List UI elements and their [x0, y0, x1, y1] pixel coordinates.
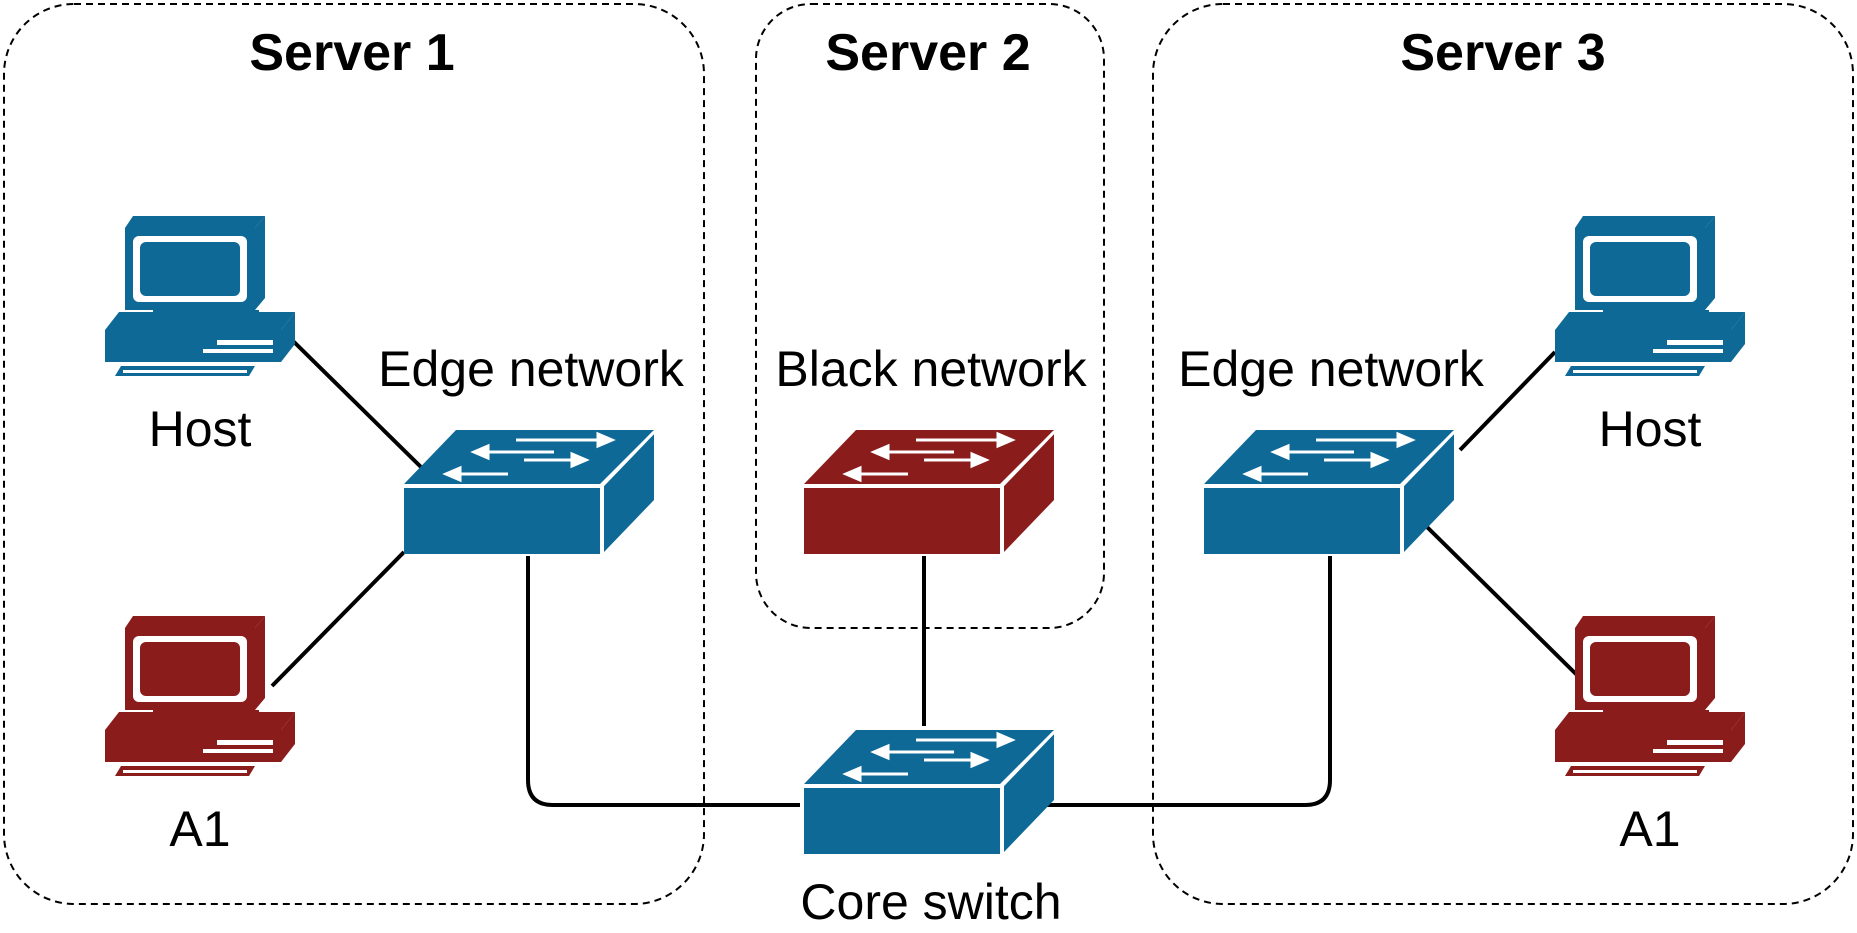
server-2-group — [755, 3, 1105, 629]
s1-switch-label: Edge network — [378, 341, 684, 397]
link-s1a1-s1switch — [270, 550, 406, 688]
s1-host-label: Host — [148, 401, 252, 457]
computer-icon — [1555, 216, 1745, 376]
link-s3a1-s3switch — [1422, 522, 1584, 682]
link-s3switch-core — [1044, 556, 1332, 807]
server-1-title: Server 1 — [249, 24, 455, 82]
computer-icon — [105, 616, 295, 776]
server-2-title: Server 2 — [825, 24, 1031, 82]
core-switch-label: Core switch — [800, 874, 1062, 930]
s3-host-label: Host — [1598, 401, 1702, 457]
server-1-group — [3, 3, 705, 905]
s3-a1-label: A1 — [1619, 801, 1681, 857]
s2-switch-label: Black network — [775, 341, 1087, 397]
switch-icon — [802, 728, 1056, 856]
server-3-group — [1152, 3, 1854, 905]
computer-icon — [1555, 616, 1745, 776]
switch-icon — [402, 428, 656, 556]
links — [270, 336, 1584, 807]
s3-switch-label: Edge network — [1178, 341, 1484, 397]
link-s1switch-core — [526, 556, 800, 807]
server-3-title: Server 3 — [1400, 24, 1606, 82]
s1-a1-label: A1 — [169, 801, 231, 857]
computer-icon — [105, 216, 295, 376]
link-s3host-s3switch — [1458, 350, 1557, 452]
switch-icon — [1202, 428, 1456, 556]
link-s1host-s1switch — [288, 336, 426, 472]
switch-icon — [802, 428, 1056, 556]
